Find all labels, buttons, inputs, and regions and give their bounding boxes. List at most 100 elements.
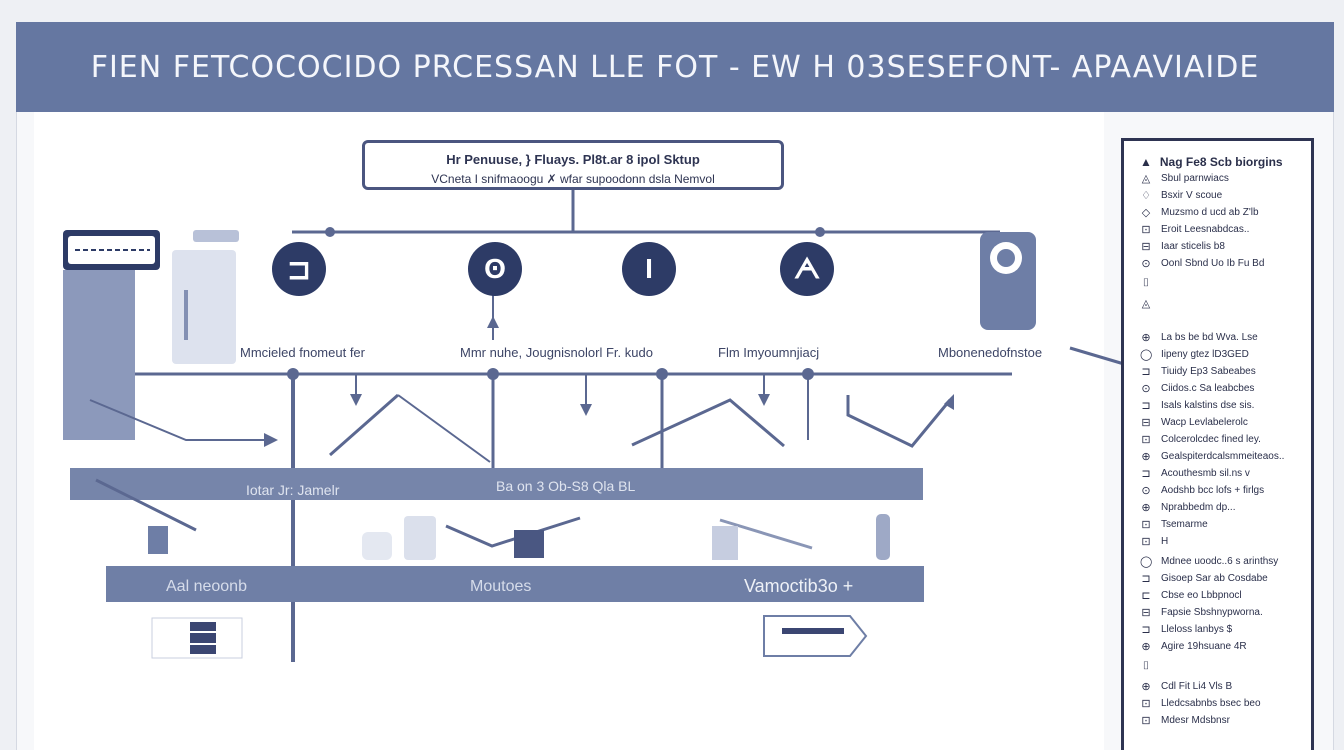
list-item-icon: ⊐ xyxy=(1141,366,1151,378)
list-item-text: Gealspiterdcalsmmeiteaos.. xyxy=(1161,451,1285,462)
list-item-icon: ⊐ xyxy=(1141,468,1151,480)
panel-list-item: ⊟ Wacp Levlabelerolc xyxy=(1140,416,1248,429)
panel-list-item: ⊐ Lleloss lanbys $ xyxy=(1140,623,1232,636)
panel-list-item: ⊕ Nprabbedm dp... xyxy=(1140,501,1236,514)
upper-band-label: Ba on 3 Ob-S8 Qla BL xyxy=(496,478,636,494)
panel-list-item: ⊡ Tsemarme xyxy=(1140,518,1208,531)
panel-list-item: ⊐Tiuidy Ep3 Sabeabes xyxy=(1140,365,1255,378)
list-item-text: Tsemarme xyxy=(1161,519,1208,530)
stage-3-icon: I xyxy=(622,242,676,296)
list-item-text: Cdl Fit Li4 Vls B xyxy=(1161,681,1233,692)
panel-list-item: ⊐ Isals kalstins dse sis. xyxy=(1140,399,1254,412)
stage-label: Mmr nuhe, Jougnisnolorl Fr. kudo xyxy=(460,345,653,360)
list-item-icon: ⊟ xyxy=(1141,417,1151,429)
panel-list-item: ⊐ Acouthesmb sil.ns v xyxy=(1140,467,1250,480)
list-item-icon: ⊡ xyxy=(1141,519,1151,531)
list-item-icon: ⊡ xyxy=(1141,434,1151,446)
upper-band-label: Iotar Jr: Jamelr xyxy=(246,482,340,498)
lower-band-label: Moutoes xyxy=(470,578,532,595)
triangle-icon: ▲ xyxy=(1140,155,1152,169)
panel-list-item: ⊙ Oonl Sbnd Uo Ib Fu Bd xyxy=(1140,257,1264,270)
stage-label: Flm Imyoumnjiacj xyxy=(718,345,820,360)
connector-dot xyxy=(815,227,825,237)
lower-band xyxy=(106,566,924,602)
list-item-text: Bsxir V scoue xyxy=(1161,190,1223,201)
panel-list-item: ⊡H xyxy=(1140,535,1168,548)
list-item-icon: ⌷ xyxy=(1142,277,1150,289)
list-item-text: Muzsmo d ucd ab Z'lb xyxy=(1161,207,1259,218)
list-item-text: Mdesr Mdsbnsr xyxy=(1161,715,1230,726)
list-item-text: Nprabbedm dp... xyxy=(1161,502,1236,513)
list-item-text: Sbul parnwiacs xyxy=(1161,173,1229,184)
list-item-text: Aodshb bcc lofs + firlgs xyxy=(1161,485,1265,496)
panel-list-item: ⊏ Cbse eo Lbbpnocl xyxy=(1140,589,1242,602)
stage-2-icon: ʘ xyxy=(468,242,522,296)
list-item-icon: ⊕ xyxy=(1141,451,1151,463)
panel-list-item: ◯ Mdnee uoodc..6 s arinthsy xyxy=(1140,555,1278,568)
stage-label: Mbonenedofnstoe xyxy=(938,345,1043,360)
list-item-icon: ⊡ xyxy=(1141,698,1151,710)
list-item-text: La bs be bd Wva. Lse xyxy=(1161,332,1258,343)
panel-list-item: ⊕ La bs be bd Wva. Lse xyxy=(1140,331,1258,344)
list-item-text: Eroit Leesnabdcas.. xyxy=(1161,224,1250,235)
stage-0-column xyxy=(63,270,135,440)
list-item-icon: ⊐ xyxy=(1141,400,1151,412)
subtitle-line-1: Hr Penuuse, } Fluays. Pl8t.ar 8 ipol Skt… xyxy=(446,152,700,167)
list-item-text: Mdnee uoodc..6 s arinthsy xyxy=(1161,556,1279,567)
page-title: FIEN FETCOCOCIDO PRCESSAN LLE FOT - EW H… xyxy=(90,49,1260,85)
panel-list-item: ◬Sbul parnwiacs xyxy=(1140,172,1229,185)
list-item-text: Ciidos.c Sa leabcbes xyxy=(1161,383,1255,394)
lower-band-label: Aal neoonb xyxy=(166,578,247,595)
list-item-icon: ⊕ xyxy=(1141,332,1151,344)
list-item-text: Iipeny gtez lD3GED xyxy=(1161,349,1249,360)
panel-list-item: ⊡ Lledcsabnbs bsec beo xyxy=(1140,697,1261,710)
panel-list-item: ⌷ xyxy=(1140,277,1161,290)
panel-list-item: ⊟Fapsie Sbshnypworna. xyxy=(1140,606,1262,619)
list-item-icon: ◇ xyxy=(1141,207,1151,219)
panel-list-item: ◬ xyxy=(1140,297,1161,310)
upper-band xyxy=(70,468,923,500)
list-item-icon: ⊕ xyxy=(1141,641,1151,653)
list-item-text: Wacp Levlabelerolc xyxy=(1161,417,1248,428)
list-item-icon: ⊕ xyxy=(1141,681,1151,693)
list-item-text: Cbse eo Lbbpnocl xyxy=(1161,590,1242,601)
list-item-text: Isals kalstins dse sis. xyxy=(1161,400,1255,411)
list-item-icon: ⌷ xyxy=(1142,660,1150,672)
panel-list-item: ⊐ Gisoep Sar ab Cosdabe xyxy=(1140,572,1268,585)
list-item-icon: ⊏ xyxy=(1141,590,1151,602)
list-item-icon: ⊡ xyxy=(1141,715,1151,727)
list-item-icon: ⊐ xyxy=(1141,573,1151,585)
panel-list-item: ◯ Iipeny gtez lD3GED xyxy=(1140,348,1249,361)
list-item-icon: ⊙ xyxy=(1141,485,1151,497)
panel-list-item: ⊕ Gealspiterdcalsmmeiteaos.. xyxy=(1140,450,1284,463)
panel-list-item: ⊙ Aodshb bcc lofs + firlgs xyxy=(1140,484,1264,497)
panel-list-item: ⌷ xyxy=(1140,660,1161,673)
list-item-icon: ◯ xyxy=(1140,349,1153,361)
list-item-text: Gisoep Sar ab Cosdabe xyxy=(1161,573,1268,584)
list-item-text: Lleloss lanbys $ xyxy=(1161,624,1233,635)
list-item-text: H xyxy=(1161,536,1169,547)
list-item-icon: ◬ xyxy=(1141,298,1151,310)
list-item-text: Lledcsabnbs bsec beo xyxy=(1161,698,1261,709)
list-item-text: Acouthesmb sil.ns v xyxy=(1161,468,1250,479)
connector-dot xyxy=(325,227,335,237)
list-item-icon: ⊙ xyxy=(1141,258,1151,270)
list-item-text: Agire 19hsuane 4R xyxy=(1161,641,1247,652)
panel-list-item: ⊡ Mdesr Mdsbnsr xyxy=(1140,714,1230,727)
list-item-icon: ⊟ xyxy=(1141,241,1151,253)
list-item-text: Iaar sticelis b8 xyxy=(1161,241,1225,252)
panel-list-item: ⊡Colcerolcdec fined ley. xyxy=(1140,433,1260,446)
legend-panel: ▲Nag Fe8 Scb biorgins ◬Sbul parnwiacs♢Bs… xyxy=(1121,138,1314,750)
list-item-icon: ⊐ xyxy=(1141,624,1151,636)
list-item-icon: ⊕ xyxy=(1141,502,1151,514)
panel-list-item: ⊕ Agire 19hsuane 4R xyxy=(1140,640,1247,653)
panel-list-item: ⊕ Cdl Fit Li4 Vls B xyxy=(1140,680,1232,693)
list-item-icon: ◯ xyxy=(1140,556,1153,568)
list-item-icon: ⊡ xyxy=(1141,224,1151,236)
stage-4-icon: ᗅ xyxy=(780,242,834,296)
list-item-icon: ⊡ xyxy=(1141,536,1151,548)
list-item-text: Oonl Sbnd Uo Ib Fu Bd xyxy=(1161,258,1265,269)
output-tag xyxy=(763,615,868,657)
list-item-icon: ⊟ xyxy=(1141,607,1151,619)
